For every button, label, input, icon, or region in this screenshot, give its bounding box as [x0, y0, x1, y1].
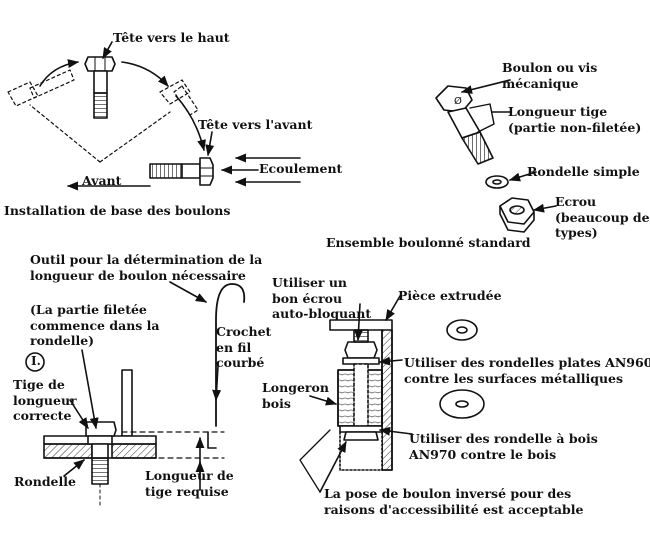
- label-length-tool: Outil pour la détermination de la longue…: [30, 252, 263, 283]
- caption-standard-assembly: Ensemble boulonné standard: [326, 235, 531, 250]
- svg-text:Ø: Ø: [454, 95, 462, 107]
- label-correct-shank: Tige de longueur correcte: [13, 377, 77, 423]
- rotate-arrow-down: [175, 95, 206, 152]
- nut-figure: [499, 197, 535, 233]
- panel3-drawing: [25, 281, 246, 509]
- label-wood-spar: Longeron bois: [262, 380, 329, 411]
- label-plain-washer: Rondelle simple: [527, 164, 640, 179]
- measure-lines: [121, 431, 225, 459]
- bolt-head-forward-figure: [149, 157, 214, 186]
- an960-washer-figure: [446, 319, 478, 341]
- panel1-drawing: [7, 41, 301, 191]
- label-roman-i: I.: [31, 354, 41, 368]
- bolt-head-up-figure: [84, 56, 116, 119]
- label-inverted-bolt: La pose de boulon inversé pour des raiso…: [324, 486, 584, 517]
- plain-washer-figure: [485, 175, 509, 189]
- label-extrusion: Pièce extrudée: [398, 288, 502, 303]
- panel2-drawing: Ø: [435, 79, 557, 233]
- label-wood-washers: Utiliser des rondelle à bois AN970 contr…: [409, 431, 598, 462]
- rotate-arrow-right: [121, 61, 169, 87]
- measured-bolt-figure: [85, 421, 117, 509]
- inverted-bolt-figure: [339, 329, 383, 441]
- label-wire-hook: Crochet en fil courbé: [216, 324, 272, 370]
- bent-wire-hook: [215, 283, 246, 427]
- panel4-drawing: [299, 295, 485, 493]
- caption-basic-installation: Installation de base des boulons: [4, 203, 231, 218]
- an970-washer-figure: [439, 389, 485, 419]
- wood-spar-figure: [337, 369, 383, 471]
- label-forward: Avant: [82, 173, 122, 188]
- rotate-arrow-left: [39, 59, 80, 87]
- label-head-forward: Tête vers l'avant: [198, 117, 313, 132]
- label-required-length: Longueur de tige requise: [145, 468, 234, 499]
- label-shank-length: Longueur tige (partie non-filetée): [508, 104, 642, 135]
- label-nut: Ecrou (beaucoup de types): [555, 194, 650, 240]
- label-bolt-or-screw: Boulon ou vis mécanique: [502, 60, 598, 91]
- standard-bolt-figure: Ø: [435, 85, 494, 165]
- label-flat-washers: Utiliser des rondelles plates AN960 cont…: [404, 355, 650, 386]
- label-washer: Rondelle: [14, 474, 76, 489]
- label-head-up: Tête vers le haut: [113, 30, 230, 45]
- label-thread-note: (La partie filetée commence dans la rond…: [30, 302, 160, 348]
- label-flow: Ecoulement: [259, 161, 343, 176]
- roman-i-circle: [25, 352, 45, 372]
- label-locknut: Utiliser un bon écrou auto-bloquant: [272, 275, 372, 321]
